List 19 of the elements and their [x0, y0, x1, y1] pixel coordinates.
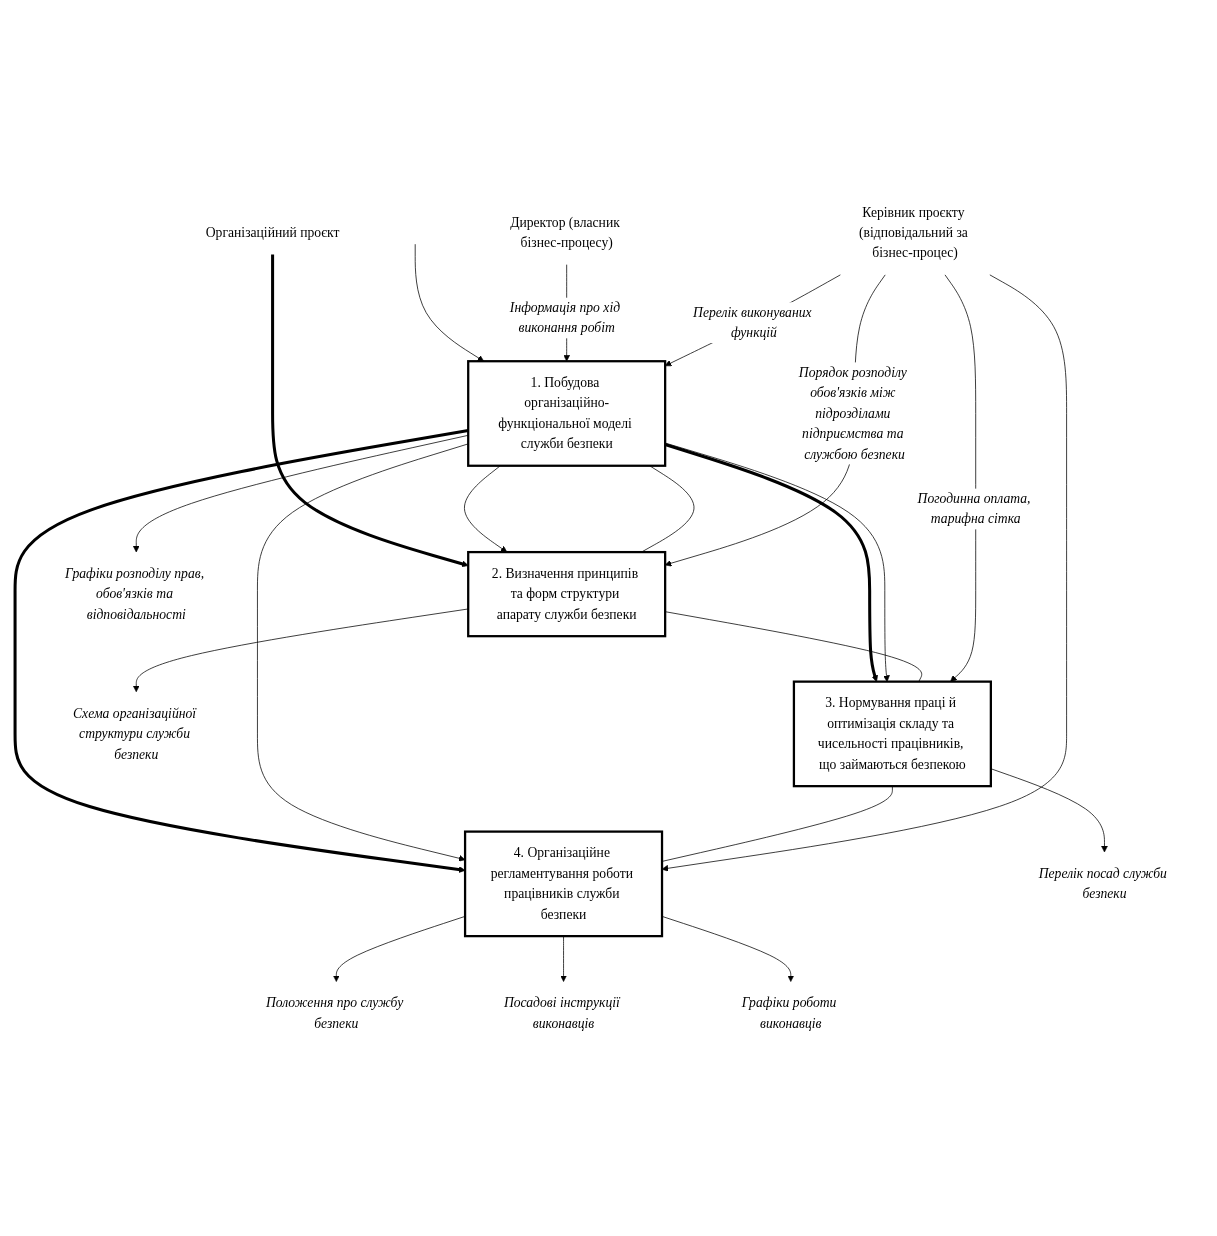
node-text: Графіки розподілу прав, обов'язків та відповідальності [64, 565, 204, 622]
node-text: Посадові інструкції виконавців [503, 995, 620, 1031]
node-text: Положення про службу безпеки [265, 995, 403, 1031]
node-text: Організаційний проєкт [205, 224, 339, 241]
node-box: 3. Нормування праці й оптимізація складу та чисельності працівників, що займаються безпекою [792, 680, 992, 788]
arrow [270, 254, 468, 568]
node-text: Директор (власник бізнес-процесу) [509, 214, 620, 251]
node-text: Графіки роботи виконавців [741, 995, 836, 1031]
edge-label: Перелік виконуваних функцій [692, 304, 812, 341]
node-box: 2. Визначення принципів та форм структури апарату служби безпеки [466, 550, 666, 638]
node-text: Керівник проєкту (відповідальний за бізнес-процес) [858, 204, 968, 261]
node-box: 4. Організаційне регламентування роботи працівників служби безпеки [463, 830, 663, 938]
edge-label: Інформація про хід виконання робіт [509, 299, 620, 336]
node-text: Схема організаційної структури служби безпеки [72, 705, 196, 762]
node-box: 1. Побудова організаційно-функціональної моделі служби безпеки [466, 360, 666, 467]
connector [664, 611, 922, 682]
node-text: Перелік посад служби безпеки [1038, 865, 1167, 902]
edge-label: Погодинна оплата, тарифна сітка [917, 490, 1030, 527]
edge-label: Порядок розподілу обов'язків між підрозділами підприємства та службою безпеки [798, 364, 907, 462]
